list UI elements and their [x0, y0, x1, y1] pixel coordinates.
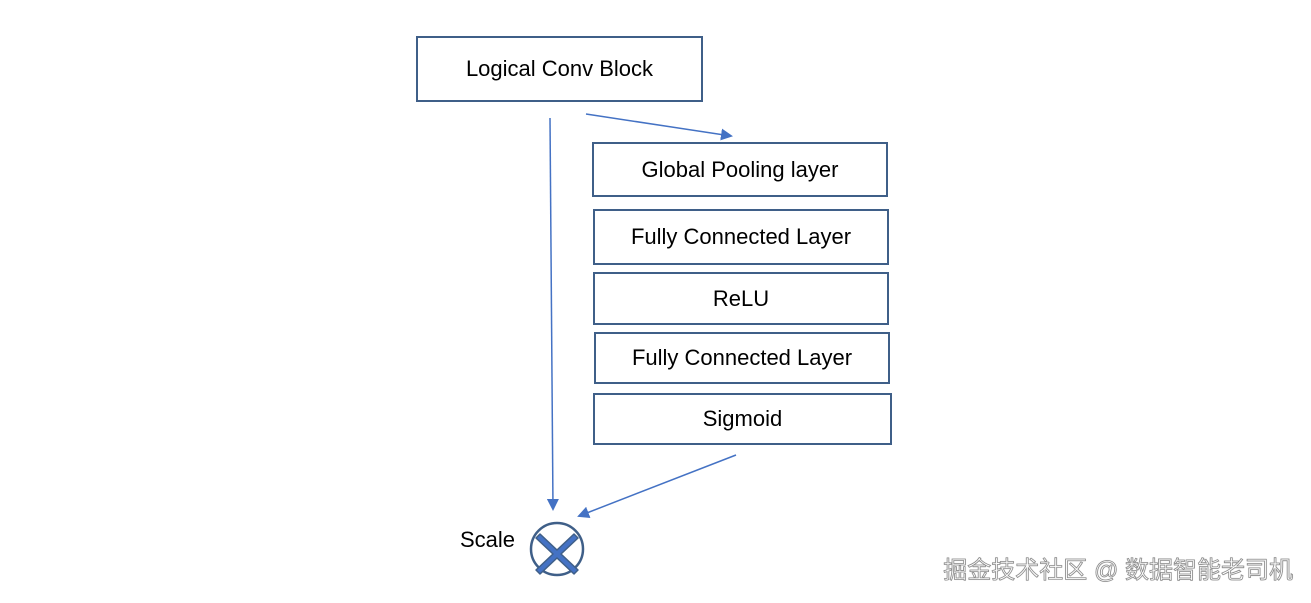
arrow-block-to-scale: [546, 117, 559, 511]
relu-box: ReLU: [593, 272, 889, 325]
logical-conv-block: Logical Conv Block: [416, 36, 703, 102]
arrow-sigmoid-to-scale: [577, 454, 737, 518]
scale-label: Scale: [460, 527, 516, 552]
global-pooling-layer-box: Global Pooling layer: [592, 142, 888, 197]
multiply-icon: [529, 521, 585, 577]
sigmoid-box: Sigmoid: [593, 393, 892, 445]
arrow-block-to-pooling: [585, 113, 733, 141]
fully-connected-layer-box-1: Fully Connected Layer: [593, 209, 889, 265]
watermark-text: 掘金技术社区 @ 数据智能老司机: [943, 557, 1294, 585]
fully-connected-layer-box-2: Fully Connected Layer: [594, 332, 890, 384]
